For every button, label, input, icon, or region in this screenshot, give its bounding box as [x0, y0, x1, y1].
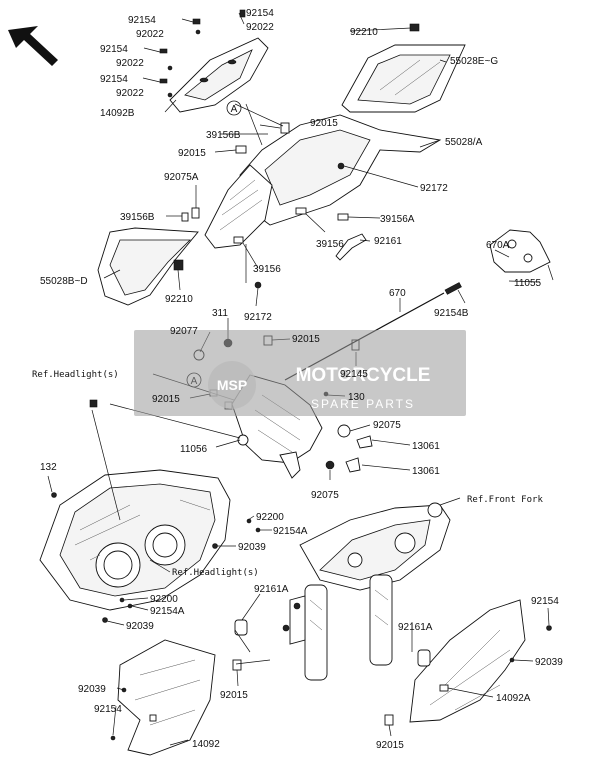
part-label: 92075 [373, 420, 401, 431]
part-label: 92022 [246, 22, 274, 33]
part-label: 92210 [350, 27, 378, 38]
part-label: 92015 [310, 118, 338, 129]
part-label: 92154 [246, 8, 274, 19]
part-label: 92154B [434, 308, 469, 319]
part-label: 39156B [206, 130, 241, 141]
part-label: 92161A [254, 584, 289, 595]
part-label: 92172 [244, 312, 272, 323]
lower-cover-14092A [384, 599, 552, 726]
part-label: 39156B [120, 212, 155, 223]
reference-labels: Ref.Headlight(s) Ref.Headlight(s) Ref.Fr… [32, 370, 543, 578]
part-label: 92161 [374, 236, 402, 247]
part-label: 39156 [253, 264, 281, 275]
part-label: 55028/A [445, 137, 483, 148]
part-label: 92077 [170, 326, 198, 337]
part-label: 92022 [116, 58, 144, 69]
part-label: 92154 [94, 704, 122, 715]
part-label: 92015 [220, 690, 248, 701]
front-fork-assembly [282, 502, 451, 681]
part-label: 92022 [116, 88, 144, 99]
lower-cover-14092 [110, 619, 248, 756]
part-label: 92161A [398, 622, 433, 633]
part-label: 92154 [100, 74, 128, 85]
part-label: 132 [40, 462, 57, 473]
ref-front-fork-label: Ref.Front Fork [467, 495, 543, 505]
part-label: 92200 [150, 594, 178, 605]
part-label: 670A [486, 240, 510, 251]
screw-set-top [142, 9, 246, 98]
part-label: 92015 [152, 394, 180, 405]
part-label: 11055 [514, 278, 542, 289]
part-label: 14092A [496, 693, 531, 704]
headlight-assembly [39, 469, 261, 623]
part-label: 92015 [178, 148, 206, 159]
watermark-sub: SPARE PARTS [311, 397, 415, 411]
leader-lines [47, 27, 550, 746]
part-label: 92022 [136, 29, 164, 40]
ref-headlight-label: Ref.Headlight(s) [172, 568, 259, 578]
part-label: 311 [212, 308, 228, 319]
part-label: 92172 [420, 183, 448, 194]
part-label: 92154 [531, 596, 559, 607]
watermark: MSP MOTORCYCLE SPARE PARTS [134, 330, 466, 416]
part-label: 55028B~D [40, 276, 88, 287]
part-label: 92154 [100, 44, 128, 55]
part-label: 92200 [256, 512, 284, 523]
part-label: 92039 [78, 684, 106, 695]
part-label: 11056 [180, 444, 208, 455]
cowl-stay-11055 [489, 229, 554, 281]
part-label: 92154 [128, 15, 156, 26]
part-label: 92210 [165, 294, 193, 305]
part-label: 92075 [311, 490, 339, 501]
part-label: 92039 [238, 542, 266, 553]
part-label: 39156A [380, 214, 415, 225]
part-label: 55028E~G [450, 56, 498, 67]
part-label: 14092B [100, 108, 135, 119]
ref-headlight-label: Ref.Headlight(s) [32, 370, 119, 380]
part-label: 92075A [164, 172, 199, 183]
part-label: 92154A [273, 526, 308, 537]
part-label: 92039 [535, 657, 563, 668]
arrow-up-left-icon [8, 26, 58, 66]
part-label: 14092 [192, 739, 220, 750]
part-label: 39156 [316, 239, 344, 250]
part-label: 130 [348, 392, 365, 403]
watermark-badge: MSP [217, 377, 247, 393]
upper-cowl-assembly [97, 23, 466, 306]
part-label: 92039 [126, 621, 154, 632]
watermark-brand: MOTORCYCLE [296, 365, 431, 386]
part-label: 92145 [340, 369, 368, 380]
callout-a-label: A [231, 104, 238, 115]
part-label: 92154A [150, 606, 185, 617]
part-label: 670 [389, 288, 406, 299]
part-label: 13061 [412, 441, 440, 452]
part-labels: 92154 92154 92022 92022 92154 92022 9215… [40, 8, 563, 751]
callout-a-top: A [226, 100, 242, 116]
part-label: 13061 [412, 466, 440, 477]
part-label: 92015 [292, 334, 320, 345]
part-label: 92015 [376, 740, 404, 751]
